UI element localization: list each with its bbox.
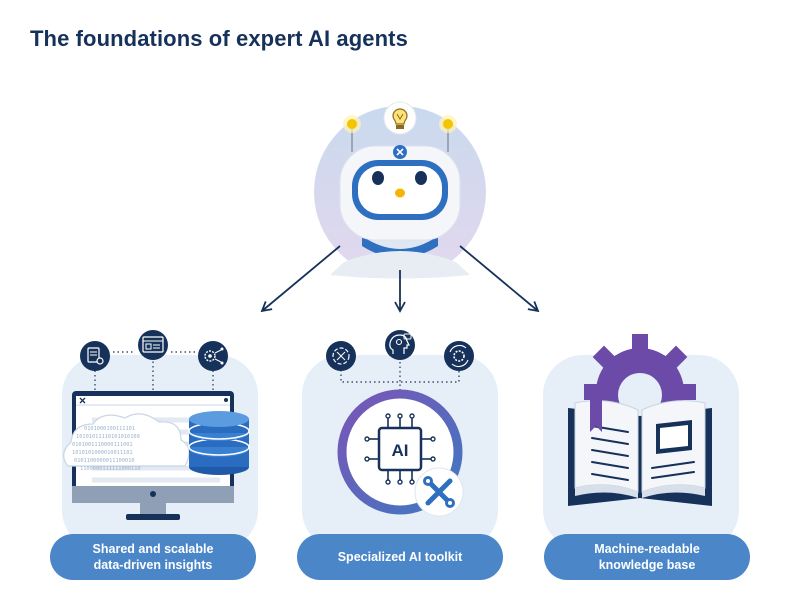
ai-chip-icon: AI [364,413,436,485]
page-title: The foundations of expert AI agents [30,26,408,51]
database-icon [188,411,250,475]
label-data-insights: Shared and scalable data-driven insights [50,534,256,580]
pillar-data-insights: 0101000100111101 10101011110101010100 01… [62,330,258,550]
svg-text:1010101000010011101: 1010101000010011101 [72,450,133,456]
pillar-ai-toolkit: AI [302,330,498,550]
lightbulb-icon [383,101,417,135]
gear-network-icon [198,341,228,371]
settings-cycle-icon [444,341,474,371]
svg-text:1100000111111000110: 1100000111111000110 [80,466,141,472]
svg-text:10101011110101010100: 10101011110101010100 [76,434,140,440]
label-knowledge-base-line1: Machine-readable [594,542,700,556]
label-knowledge-base: Machine-readable knowledge base [544,534,750,580]
label-ai-toolkit-line1: Specialized AI toolkit [337,550,463,564]
label-data-insights-line1: Shared and scalable [92,542,214,556]
arrow-right [459,245,540,313]
connector-arrows [260,245,540,313]
pillar-knowledge-base [543,334,739,550]
arrow-left [260,245,341,313]
label-data-insights-line2: data-driven insights [93,558,213,572]
robot-group [314,101,486,279]
label-knowledge-base-line2: knowledge base [598,558,696,572]
cloud-icon: 0101000100111101 10101011110101010100 01… [63,413,190,472]
head-gear-icon [385,330,415,360]
svg-text:0101000100111101: 0101000100111101 [84,426,135,432]
label-ai-toolkit: Specialized AI toolkit [297,534,503,580]
arrows-cycle-icon [326,341,356,371]
svg-text:0101001110000111001: 0101001110000111001 [72,442,133,448]
open-book-icon [568,400,712,506]
ai-chip-label: AI [392,441,409,460]
document-search-icon [80,341,110,371]
svg-text:0101100000011100010: 0101100000011100010 [74,458,135,464]
wrench-screwdriver-icon [414,467,464,517]
bookmark-icon [590,398,602,432]
robot-head-icon [330,115,470,279]
dashboard-icon [138,330,168,360]
